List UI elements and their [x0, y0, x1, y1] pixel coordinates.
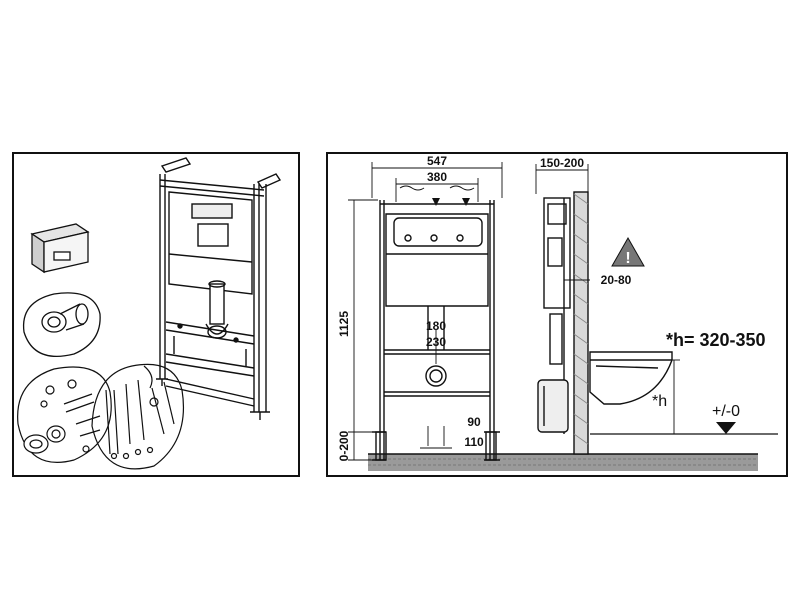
parts-overview-drawing: [17, 157, 282, 470]
dim-pan-distance: 20-80: [601, 273, 632, 287]
floor-level-marker-icon: [716, 422, 736, 434]
dim-drain-height-1: 180: [426, 319, 446, 333]
front-view-frame: [372, 200, 500, 461]
parts-overview-panel: [12, 152, 300, 477]
dim-bracket-spacing: 380: [427, 170, 447, 184]
dim-bottom-spacing-1: 90: [467, 415, 481, 429]
side-view-dimension-lines: [535, 164, 778, 435]
floor-level-label: +/-0: [712, 403, 740, 420]
fittings-bag-2-drawing: [91, 363, 185, 470]
control-box-drawing: [30, 223, 90, 274]
dim-wall-distance: 150-200: [540, 156, 584, 170]
dim-drain-height-2: 230: [426, 335, 446, 349]
installation-frame-drawing: [156, 157, 282, 420]
dim-frame-height: 1125: [337, 311, 351, 337]
side-view-frame: [537, 197, 571, 434]
top-arrows: [399, 185, 475, 206]
dim-foot-adjust: 0-200: [337, 430, 351, 461]
dimension-drawing: 547 380 1125 0-200 180 230 90 110: [337, 154, 778, 471]
fittings-bag-1-drawing: [17, 366, 112, 463]
floor-section: [368, 453, 758, 471]
side-view-wall: [573, 191, 589, 455]
technical-drawing-panel: 547 380 1125 0-200 180 230 90 110: [326, 152, 788, 477]
dim-frame-width: 547: [427, 154, 447, 168]
warning-icon: !: [611, 236, 645, 267]
front-view-dimension-lines: [348, 162, 503, 461]
pan-height-symbol: *h: [652, 393, 667, 410]
pan-height-formula: *h= 320-350: [666, 330, 766, 350]
svg-text:!: !: [625, 250, 630, 267]
elbow-connector-bag-drawing: [22, 292, 101, 358]
dim-bottom-spacing-2: 110: [464, 435, 484, 449]
